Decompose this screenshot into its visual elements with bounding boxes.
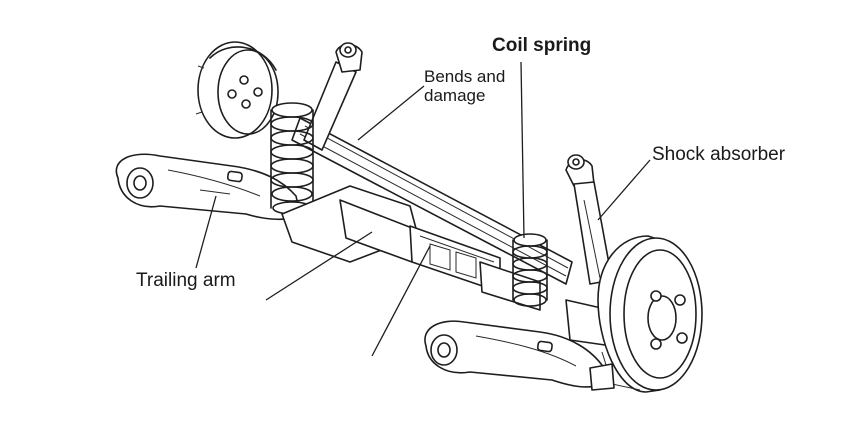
left-brake-drum	[195, 41, 279, 139]
left-shock-absorber	[303, 42, 363, 151]
left-coil-spring	[270, 102, 314, 215]
center-bracket	[281, 185, 541, 311]
label-coil-spring: Coil spring	[492, 35, 592, 56]
right-brake-drum	[589, 235, 703, 393]
right-trailing-arm	[424, 299, 613, 388]
leader-lower-beam	[371, 245, 431, 357]
label-shock-absorber: Shock absorber	[652, 144, 786, 165]
leader-trailing-arm	[195, 195, 217, 269]
leader-bends-and-damage	[357, 85, 425, 141]
axle-beam	[291, 117, 573, 285]
leader-coil-spring	[520, 61, 525, 239]
label-trailing-arm: Trailing arm	[136, 270, 236, 291]
left-trailing-arm	[115, 153, 301, 221]
leader-lines	[195, 61, 651, 357]
leader-bracket	[265, 231, 373, 301]
leader-shock-absorber	[597, 159, 651, 221]
label-bends-and-damage: Bends and damage	[424, 67, 506, 105]
right-coil-spring	[512, 233, 548, 307]
